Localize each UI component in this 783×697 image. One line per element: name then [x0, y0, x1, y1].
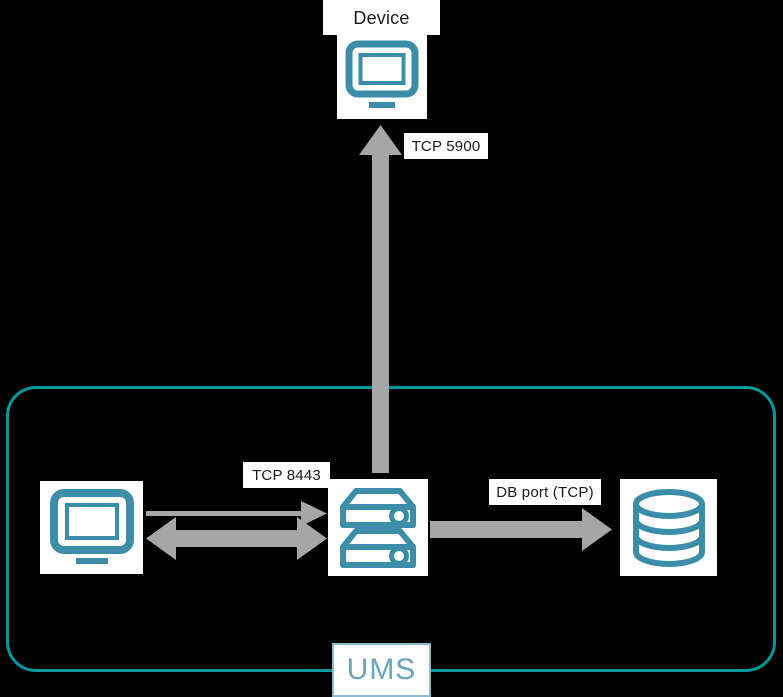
server-node[interactable] [328, 479, 428, 576]
database-icon [632, 488, 705, 567]
device-node[interactable] [337, 33, 427, 119]
ums-badge: UMS [332, 643, 431, 697]
database-node[interactable] [620, 479, 717, 576]
monitor-icon [49, 488, 134, 564]
server-icon [340, 487, 416, 568]
device-label: Device [323, 0, 440, 35]
connector-label-tcp-8443: TCP 8443 [243, 462, 330, 488]
client-node[interactable] [40, 481, 143, 574]
monitor-icon [345, 40, 419, 108]
ums-badge-label: UMS [346, 653, 417, 686]
connector-label-db-port: DB port (TCP) [489, 479, 601, 505]
connector-label-tcp-5900: TCP 5900 [404, 133, 488, 159]
